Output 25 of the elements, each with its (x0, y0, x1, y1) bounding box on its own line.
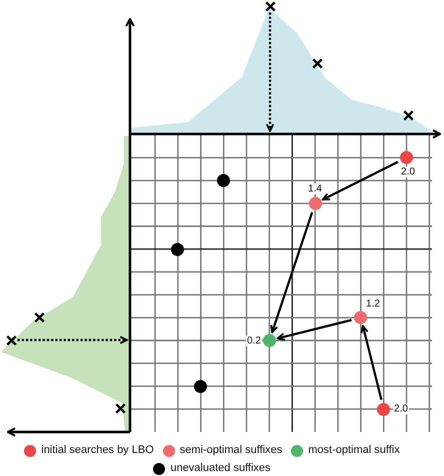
dotted-arrow (18, 336, 128, 344)
value-label: 2.0 (400, 166, 416, 178)
data-point-icon (194, 380, 208, 393)
data-point-icon (377, 402, 390, 416)
arrow (276, 318, 352, 341)
cross-marker-icon (6, 334, 16, 346)
value-label: 1.2 (365, 298, 381, 310)
value-label: 1.4 (307, 184, 323, 194)
data-point-icon (354, 311, 368, 324)
arrow (270, 212, 314, 334)
value-label: 2.0 (393, 404, 409, 414)
data-point-icon (217, 174, 230, 188)
arrow (360, 325, 382, 400)
value-label: 0.2 (246, 336, 262, 346)
legend-label: unevaluated suffixes (170, 462, 271, 475)
dotted-arrow (266, 12, 274, 132)
data-point-icon (400, 151, 413, 164)
data-point-icon (262, 334, 276, 347)
legend-label: initial searches by LBO (41, 444, 154, 457)
data-point-icon (308, 196, 322, 210)
legend-label: most-optimal suffix (308, 444, 400, 457)
legend-label: semi-optimal suffixes (180, 444, 282, 457)
data-point-icon (171, 242, 184, 256)
cross-marker-icon (264, 0, 276, 12)
arrow (322, 160, 398, 201)
